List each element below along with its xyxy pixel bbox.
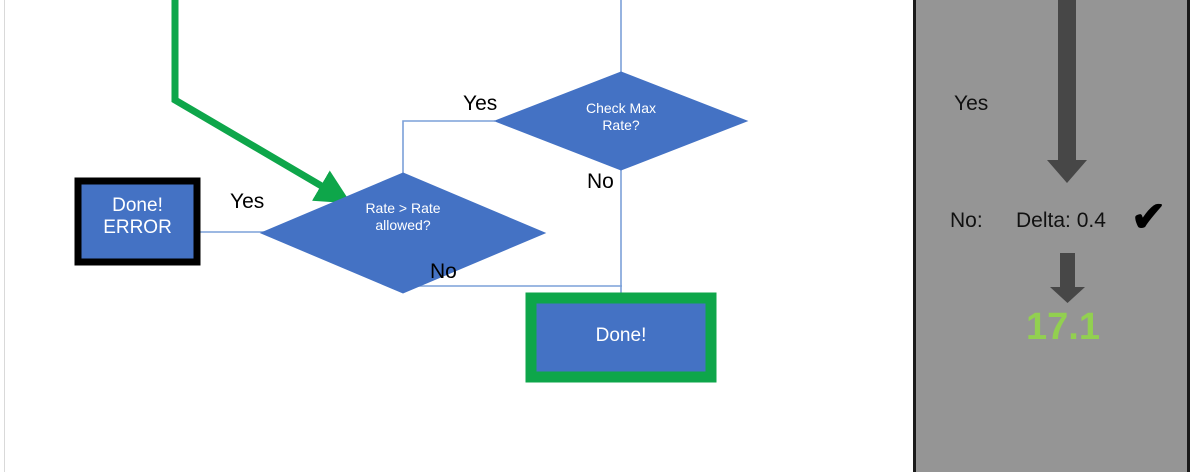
edge-label-no-from-rate-gt-rate-allowed: No bbox=[430, 260, 457, 283]
status-panel: Yes No: Delta: 0.4 ✔ 17.1 bbox=[913, 0, 1190, 472]
arrow-down-short-icon bbox=[1050, 253, 1085, 303]
arrow-down-long-icon bbox=[1047, 0, 1087, 183]
panel-branch-no-label: No: bbox=[950, 209, 983, 232]
panel-branch-yes-label: Yes bbox=[954, 92, 989, 115]
flowchart-diagram bbox=[74, 0, 749, 383]
node-done-error[interactable] bbox=[74, 177, 201, 266]
panel-delta-value: Delta: 0.4 bbox=[1016, 209, 1106, 232]
check-icon: ✔ bbox=[1131, 193, 1167, 240]
node-done[interactable] bbox=[525, 292, 717, 383]
panel-arrow-group bbox=[1047, 0, 1087, 303]
node-rate-gt-rate-allowed[interactable] bbox=[259, 172, 547, 294]
edge-label-no-from-check-max-rate: No bbox=[587, 170, 614, 193]
panel-result-value: 17.1 bbox=[1026, 306, 1100, 348]
edge-label-yes-to-done-error: Yes bbox=[230, 190, 265, 213]
slide-left-rule bbox=[4, 0, 5, 472]
highlight-path-green bbox=[171, 0, 352, 204]
edge-label-yes-to-check-max-rate: Yes bbox=[463, 92, 498, 115]
node-check-max-rate[interactable] bbox=[493, 71, 749, 171]
